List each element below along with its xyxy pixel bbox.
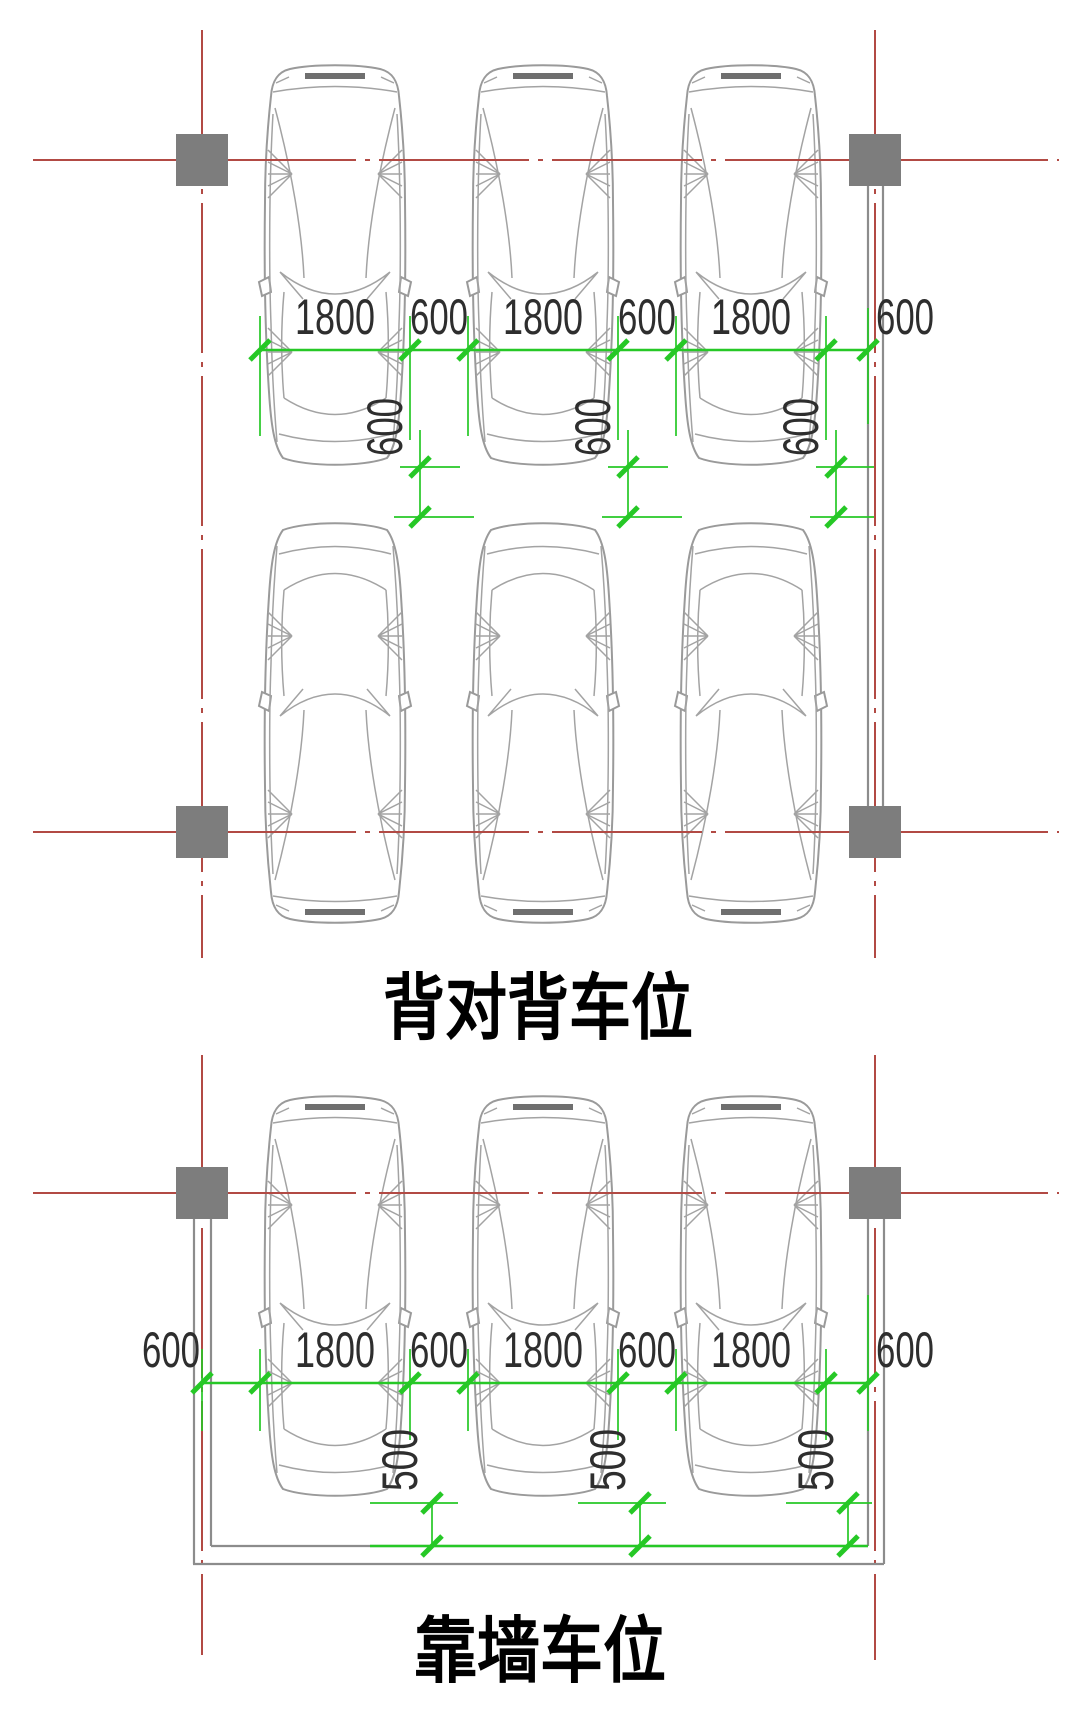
gap-dimension-label: 500	[372, 1429, 428, 1491]
back-gap-dimensions	[394, 430, 874, 527]
wall-gap-dimensions	[370, 1493, 872, 1556]
top-diagram-title: 背对背车位	[383, 969, 693, 1049]
dimension-label: 1800	[503, 1322, 583, 1378]
bottom-diagram-dimensions	[192, 1295, 878, 1556]
gap-dimension-label: 500	[788, 1429, 844, 1491]
dimension-label: 1800	[295, 289, 375, 345]
dimension-label: 600	[618, 289, 676, 345]
dimension-label: 600	[876, 289, 934, 345]
dimension-extension-lines	[201, 1295, 869, 1440]
gap-dimension-label: 500	[580, 1429, 636, 1491]
dimension-extension-lines	[259, 308, 869, 440]
gap-dimension-label: 600	[357, 398, 413, 456]
car-bottom-row-2	[467, 523, 619, 923]
bottom-diagram-cars	[259, 1096, 827, 1496]
top-diagram-dimension-labels: 1800 600 1800 600 1800 600 600 600 600	[295, 289, 934, 456]
column	[849, 806, 901, 858]
gap-dimension-label: 600	[773, 398, 829, 456]
bottom-diagram-title: 靠墙车位	[414, 1612, 666, 1692]
top-diagram-cars	[259, 65, 827, 923]
top-diagram-right-wall	[866, 186, 885, 806]
column	[176, 806, 228, 858]
structural-columns	[176, 134, 901, 1219]
dimension-label: 600	[618, 1322, 676, 1378]
bottom-diagram-dimension-labels: 600 1800 600 1800 600 1800 600 500 500 5…	[142, 1322, 934, 1491]
dimension-label: 1800	[503, 289, 583, 345]
gap-dimension-label: 600	[565, 398, 621, 456]
car-bottom-row-1	[259, 523, 411, 923]
dimension-label: 1800	[711, 289, 791, 345]
dimension-label: 1800	[711, 1322, 791, 1378]
column	[849, 1167, 901, 1219]
car-bottom-row-3	[675, 523, 827, 923]
dimension-label: 600	[876, 1322, 934, 1378]
column	[176, 134, 228, 186]
column	[176, 1167, 228, 1219]
column	[849, 134, 901, 186]
dimension-label: 600	[410, 289, 468, 345]
top-diagram-dimensions	[250, 308, 878, 527]
dimension-label: 600	[142, 1322, 200, 1378]
dimension-label: 1800	[295, 1322, 375, 1378]
dimension-label: 600	[410, 1322, 468, 1378]
